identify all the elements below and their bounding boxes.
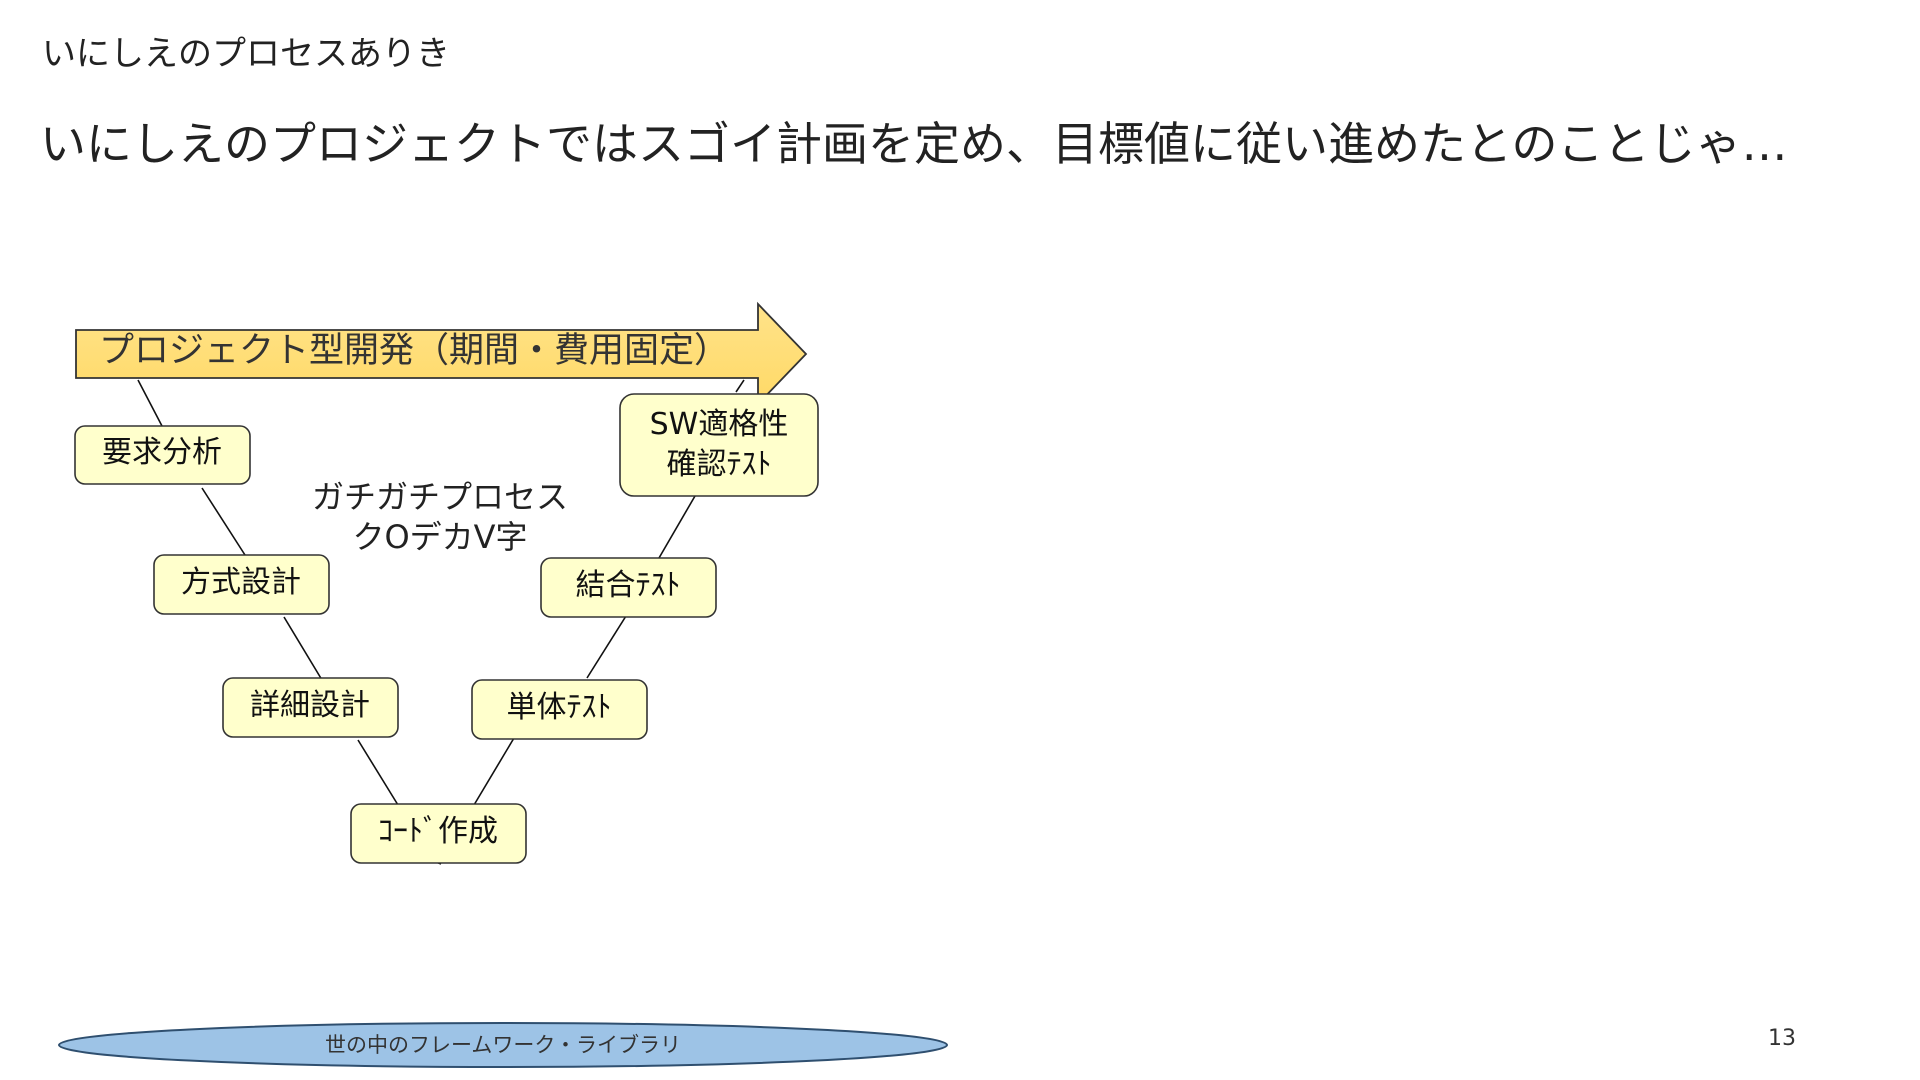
- foundation-ellipse: [58, 1022, 948, 1068]
- step-box: [350, 803, 527, 864]
- step-box: [153, 554, 330, 615]
- step-integration-test: 結合ﾃｽﾄ: [540, 557, 717, 618]
- project-arrow: プロジェクト型開発（期間・費用固定）: [75, 301, 808, 407]
- step-label: 詳細設計: [250, 688, 370, 723]
- connector-line: [357, 739, 399, 806]
- arrow-shape: [75, 301, 808, 407]
- step-detailed-design: 詳細設計: [222, 677, 399, 738]
- step-box: [74, 425, 251, 485]
- center-label-line1: ガチガチプロセス: [312, 478, 568, 516]
- step-label-line2: 確認ﾃｽﾄ: [667, 447, 772, 482]
- connector-line: [201, 487, 246, 556]
- step-box: [471, 679, 648, 740]
- connector-line: [658, 495, 696, 559]
- step-architecture-design: 方式設計: [153, 554, 330, 615]
- step-coding: ｺｰﾄﾞ作成: [350, 803, 527, 864]
- v-connectors: [137, 379, 745, 865]
- framework-foundation: 世の中のフレームワーク・ライブラリ: [58, 1022, 948, 1068]
- step-requirements-analysis: 要求分析: [74, 425, 251, 485]
- step-unit-test: 単体ﾃｽﾄ: [471, 679, 648, 740]
- step-box: [619, 393, 819, 497]
- step-label: 方式設計: [181, 565, 301, 600]
- slide-title: いにしえのプロジェクトではスゴイ計画を定め、目標値に従い進めたとのことじゃ…: [40, 117, 1788, 171]
- foundation-label: 世の中のフレームワーク・ライブラリ: [325, 1033, 681, 1057]
- arrow-label: プロジェクト型開発（期間・費用固定）: [99, 331, 729, 371]
- step-sw-qualification-test: SW適格性 確認ﾃｽﾄ: [619, 393, 819, 497]
- connector-line: [735, 379, 745, 393]
- step-label-line1: SW適格性: [650, 407, 789, 442]
- center-label-line2: クOデカV字: [352, 518, 527, 556]
- step-box: [540, 557, 717, 618]
- section-heading: いにしえのプロセスありき: [42, 34, 450, 74]
- step-box: [222, 677, 399, 738]
- step-label: 単体ﾃｽﾄ: [507, 690, 612, 725]
- connector-line: [283, 616, 323, 681]
- connector-line: [473, 737, 515, 806]
- connector-line: [586, 615, 627, 679]
- step-label: 結合ﾃｽﾄ: [576, 568, 681, 603]
- step-label: 要求分析: [102, 435, 222, 470]
- step-label: ｺｰﾄﾞ作成: [378, 814, 498, 849]
- connector-line: [137, 379, 163, 427]
- page-number: 13: [1768, 1026, 1796, 1051]
